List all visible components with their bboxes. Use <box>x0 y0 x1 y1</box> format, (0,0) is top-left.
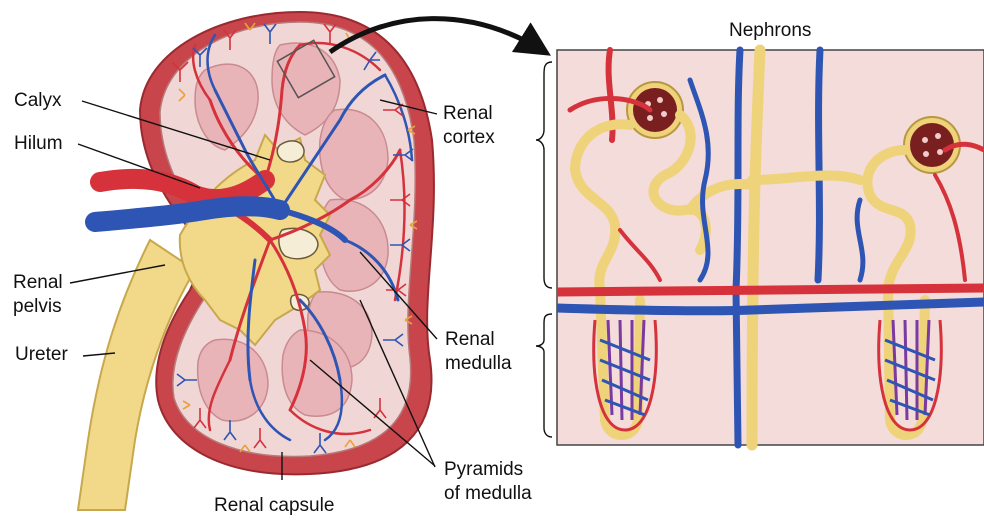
nephron-inset <box>557 50 984 445</box>
label-renal-cortex-line1: Renal <box>443 103 493 125</box>
label-pyramids-line1: Pyramids <box>444 459 523 481</box>
label-nephrons: Nephrons <box>729 20 811 42</box>
label-pyramids-line2: of medulla <box>444 483 532 505</box>
label-renal-pelvis-line2: pelvis <box>13 296 62 318</box>
label-renal-medulla-line2: medulla <box>445 353 512 375</box>
label-renal-cortex-line2: cortex <box>443 127 495 149</box>
inset-brackets <box>536 62 552 437</box>
label-ureter: Ureter <box>15 344 68 366</box>
label-renal-medulla-line1: Renal <box>445 329 495 351</box>
label-hilum: Hilum <box>14 133 63 155</box>
glomerulus-left <box>627 82 683 138</box>
kidney <box>78 12 434 510</box>
label-renal-pelvis-line1: Renal <box>13 272 63 294</box>
label-renal-capsule: Renal capsule <box>214 495 334 517</box>
label-calyx: Calyx <box>14 90 62 112</box>
